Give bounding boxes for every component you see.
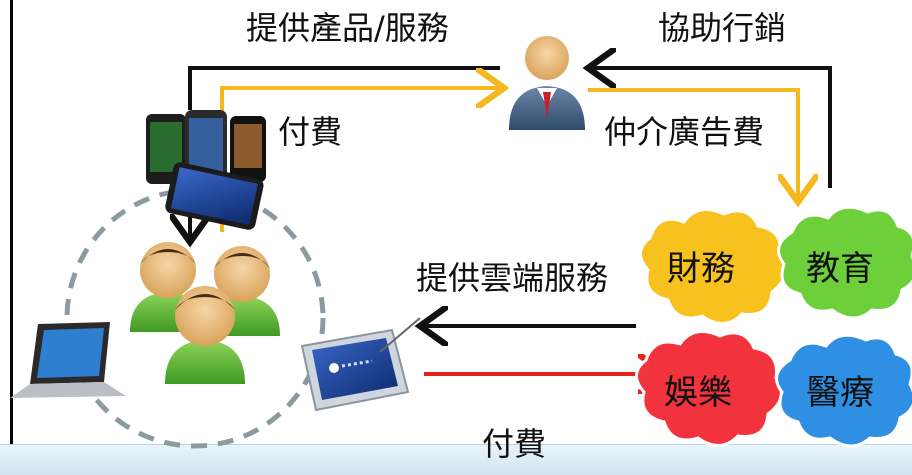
label-pay-bottom: 付費 bbox=[482, 425, 547, 463]
cloud-entertainment bbox=[635, 330, 783, 447]
black-arrow-provide-products bbox=[188, 66, 500, 110]
left-border-line bbox=[10, 0, 13, 474]
user-group-icon bbox=[130, 242, 280, 384]
cloud-label-entertainment: 娛樂 bbox=[664, 373, 732, 413]
label-assist-marketing: 協助行銷 bbox=[658, 9, 787, 47]
label-pay-top: 付費 bbox=[278, 113, 343, 151]
businessman-icon bbox=[509, 36, 585, 130]
black-arrow-assist-marketing bbox=[592, 68, 832, 188]
label-agency-fee: 仲介廣告費 bbox=[604, 113, 765, 151]
bottom-bar bbox=[0, 444, 912, 475]
tablet-icon bbox=[300, 317, 421, 412]
label-provide-cloud: 提供雲端服務 bbox=[416, 259, 609, 297]
cloud-label-finance: 財務 bbox=[667, 249, 735, 289]
smartphones-icon bbox=[146, 110, 266, 230]
laptop-icon bbox=[10, 322, 126, 398]
cloud-label-medical: 醫療 bbox=[806, 373, 874, 413]
cloud-label-education: 教育 bbox=[806, 249, 874, 289]
cloud-finance bbox=[639, 208, 787, 325]
label-provide-products: 提供產品/服務 bbox=[246, 9, 449, 47]
cloud-medical bbox=[775, 333, 912, 448]
cloud-education bbox=[777, 205, 912, 320]
orange-arrow-agency-fee bbox=[588, 88, 798, 198]
orange-arrow-pay bbox=[220, 88, 500, 112]
